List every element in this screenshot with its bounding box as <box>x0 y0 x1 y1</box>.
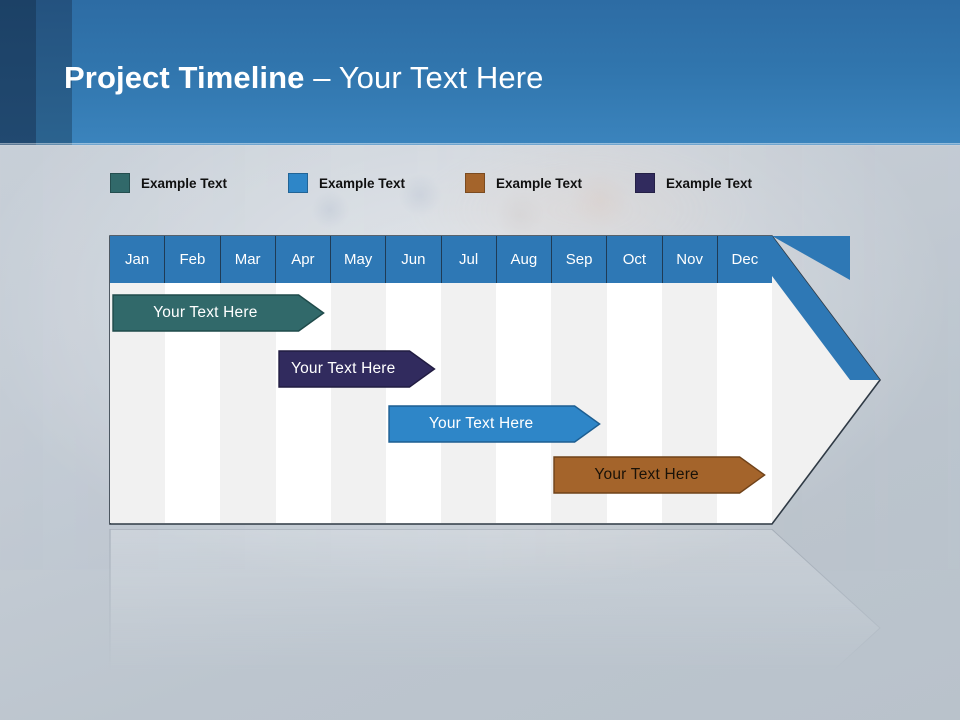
timeline-column <box>385 283 442 523</box>
timeline-bar[interactable]: Your Text Here <box>112 294 325 332</box>
timeline-bar[interactable]: Your Text Here <box>388 405 601 443</box>
legend-item-navy[interactable]: Example Text <box>635 170 752 196</box>
chart-reflection <box>108 528 883 720</box>
timeline-bar-shape <box>553 456 767 494</box>
timeline-bar-label: Your Text Here <box>153 304 258 321</box>
month-header-cell[interactable]: Feb <box>165 236 221 283</box>
timeline-column <box>441 283 497 523</box>
timeline-column <box>330 283 386 523</box>
month-header-cell[interactable]: Jul <box>441 236 497 283</box>
legend-item-label: Example Text <box>319 175 406 191</box>
slide-header: Project Timeline – Your Text Here <box>0 0 960 145</box>
reflection-shape <box>109 528 881 720</box>
legend-item-blue[interactable]: Example Text <box>288 170 405 196</box>
page-title: Project Timeline – Your Text Here <box>64 58 543 98</box>
legend-item-label: Example Text <box>141 175 228 191</box>
month-header-cell[interactable]: Sep <box>552 236 608 283</box>
timeline-bar[interactable]: Your Text Here <box>277 350 436 388</box>
page-title-separator: – <box>304 60 339 95</box>
legend-swatch-icon <box>110 173 130 193</box>
legend-swatch-icon <box>635 173 655 193</box>
month-header-cell[interactable]: May <box>331 236 387 283</box>
month-header-cell[interactable]: Aug <box>496 236 552 283</box>
timeline-bar-shape <box>277 350 436 388</box>
month-header-cell[interactable]: Dec <box>717 236 772 283</box>
legend: Example Text Example Text Example Text Exam… <box>110 170 810 196</box>
month-header-cell[interactable]: Jan <box>110 236 166 283</box>
month-header-cell[interactable]: Oct <box>607 236 663 283</box>
header-accent-band-dark <box>0 0 36 145</box>
timeline-bar[interactable]: Your Text Here <box>553 456 767 494</box>
legend-item-teal[interactable]: Example Text <box>110 170 227 196</box>
month-header-cell[interactable]: Nov <box>662 236 718 283</box>
timeline-bar-label: Your Text Here <box>594 466 699 483</box>
legend-item-label: Example Text <box>496 175 583 191</box>
page-title-bold: Project Timeline <box>64 60 305 95</box>
month-header-cell[interactable]: Mar <box>220 236 276 283</box>
legend-item-label: Example Text <box>666 175 753 191</box>
timeline-column <box>496 283 552 523</box>
timeline-bar-label: Your Text Here <box>291 360 396 377</box>
legend-swatch-icon <box>465 173 485 193</box>
month-header-cell[interactable]: Jun <box>386 236 442 283</box>
month-header-cell[interactable]: Apr <box>275 236 331 283</box>
legend-swatch-icon <box>288 173 308 193</box>
legend-item-brown[interactable]: Example Text <box>465 170 582 196</box>
timeline-bar-shape <box>112 294 325 332</box>
page-title-light: Your Text Here <box>338 60 544 95</box>
header-bottom-highlight <box>0 143 960 146</box>
timeline-bar-shape <box>388 405 601 443</box>
timeline-bar-label: Your Text Here <box>428 415 534 432</box>
header-accent-band-mid <box>36 0 72 145</box>
